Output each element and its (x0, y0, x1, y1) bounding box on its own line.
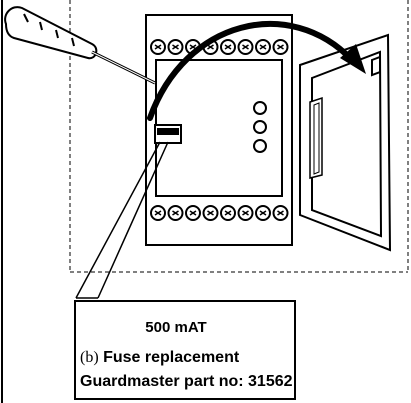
screw-slot (172, 44, 179, 50)
screw-slot (189, 210, 197, 216)
screw-slot (277, 210, 284, 216)
removal-arrow (147, 21, 366, 121)
screw-slot (154, 210, 162, 216)
screwdriver-icon (4, 6, 156, 85)
open-cover (299, 33, 392, 252)
screw-slot (259, 44, 267, 50)
caption-box (74, 300, 296, 400)
indicator-leds (253, 101, 267, 153)
screw-slot (224, 210, 232, 216)
screw-slot (207, 210, 214, 216)
screw-slot (242, 210, 249, 216)
fuse-holder (154, 124, 182, 144)
terminal-row-top (150, 39, 289, 55)
screw-slot (242, 44, 249, 50)
screw-slot (277, 44, 284, 50)
screw-slot (172, 210, 179, 216)
caption-letter: (b) (80, 349, 99, 366)
screw-slot (224, 44, 232, 50)
callout-lines (75, 141, 169, 299)
fuse-rating-label: 500 mAT (145, 319, 207, 336)
caption-part-number: Guardmaster part no: 31562 (80, 373, 293, 390)
screw-slot (207, 44, 214, 50)
screw-slot (154, 44, 162, 50)
screw-slot (259, 210, 267, 216)
caption-title: Fuse replacement (103, 349, 240, 366)
terminal-row-bottom (150, 205, 289, 221)
caption-title-line: (b) Fuse replacement (80, 349, 239, 367)
